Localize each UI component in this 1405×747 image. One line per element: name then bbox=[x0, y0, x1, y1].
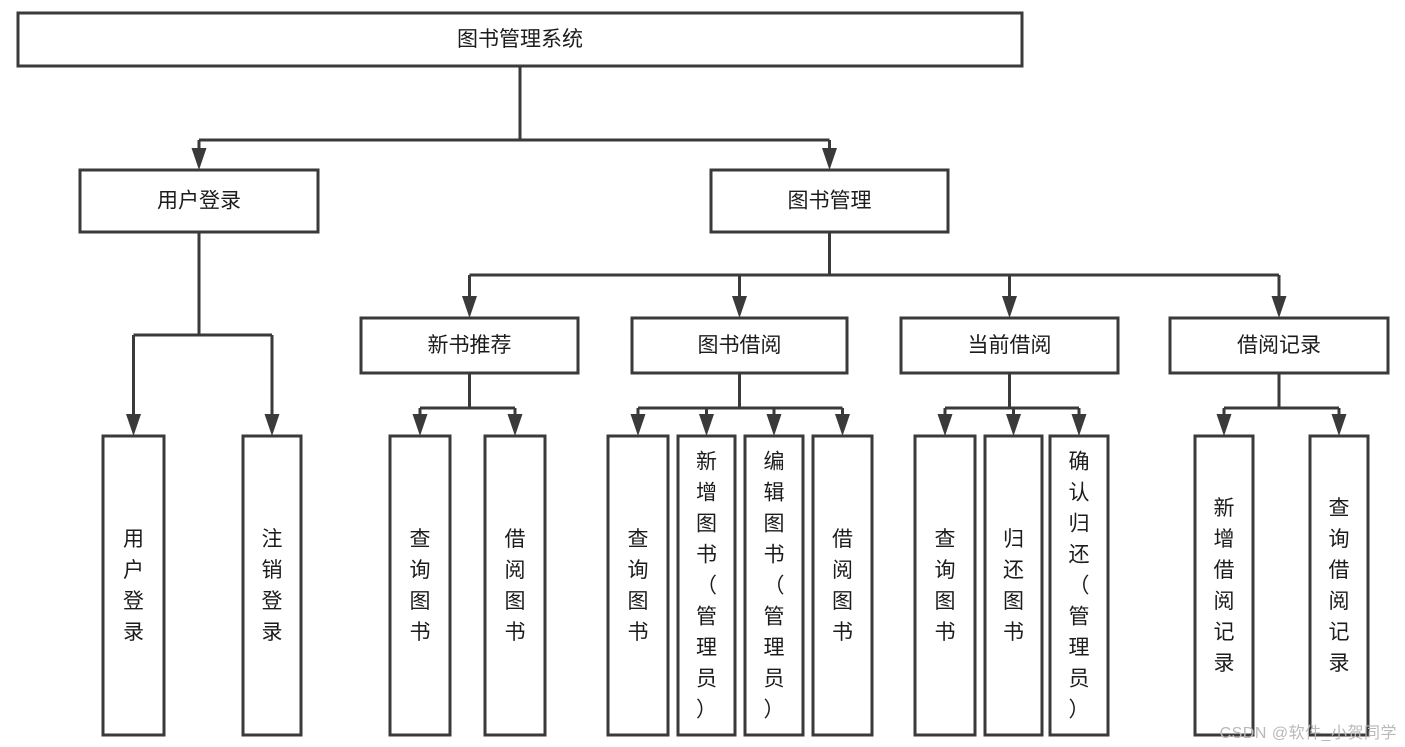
node-leaf10[interactable]: 归还图书 bbox=[983, 434, 1044, 737]
node-box-leaf1[interactable] bbox=[101, 434, 166, 737]
node-box-leaf2[interactable] bbox=[241, 434, 303, 737]
node-label-l2c: 当前借阅 bbox=[968, 334, 1052, 357]
node-box-leaf11[interactable] bbox=[1048, 434, 1110, 737]
node-box-l2a[interactable] bbox=[359, 316, 580, 375]
connector-l2d bbox=[1216, 373, 1347, 436]
node-leaf9[interactable]: 查询图书 bbox=[913, 434, 977, 737]
node-box-leaf5[interactable] bbox=[606, 434, 670, 737]
node-box-leaf10[interactable] bbox=[983, 434, 1044, 737]
node-label-root: 图书管理系统 bbox=[457, 28, 583, 51]
node-l2d[interactable]: 借阅记录 bbox=[1168, 316, 1390, 375]
connector-layer bbox=[126, 66, 1347, 436]
node-label-leaf10: 归还图书 bbox=[1003, 528, 1024, 644]
node-box-l2d[interactable] bbox=[1168, 316, 1390, 375]
node-label-leaf9: 查询图书 bbox=[935, 528, 956, 644]
node-leaf5[interactable]: 查询图书 bbox=[606, 434, 670, 737]
node-label-leaf7: 编辑图书（管理员） bbox=[764, 450, 785, 721]
connector-l2b bbox=[630, 373, 850, 436]
node-label-leaf3: 查询图书 bbox=[410, 528, 431, 644]
node-box-leaf8[interactable] bbox=[811, 434, 874, 737]
node-box-leaf13[interactable] bbox=[1308, 434, 1370, 737]
connector-l2c bbox=[937, 373, 1087, 436]
node-leaf3[interactable]: 查询图书 bbox=[388, 434, 452, 737]
node-label-l1b: 图书管理 bbox=[788, 190, 872, 213]
node-leaf12[interactable]: 新增借阅记录 bbox=[1193, 434, 1255, 737]
node-label-leaf6: 新增图书（管理员） bbox=[696, 450, 717, 721]
node-label-leaf8: 借阅图书 bbox=[832, 528, 853, 644]
node-layer: 图书管理系统用户登录图书管理新书推荐图书借阅当前借阅借阅记录用户登录注销登录查询… bbox=[16, 11, 1390, 737]
node-l2a[interactable]: 新书推荐 bbox=[359, 316, 580, 375]
node-box-l1b[interactable] bbox=[709, 168, 950, 234]
node-leaf1[interactable]: 用户登录 bbox=[101, 434, 166, 737]
connector-l1b bbox=[462, 232, 1287, 318]
node-label-l1a: 用户登录 bbox=[157, 190, 241, 213]
node-label-l2a: 新书推荐 bbox=[428, 334, 512, 357]
node-box-l1a[interactable] bbox=[78, 168, 320, 234]
connector-l2a bbox=[412, 373, 523, 436]
node-leaf13[interactable]: 查询借阅记录 bbox=[1308, 434, 1370, 737]
node-box-l2b[interactable] bbox=[630, 316, 849, 375]
node-box-leaf6[interactable] bbox=[676, 434, 737, 737]
node-leaf11[interactable]: 确认归还（管理员） bbox=[1048, 434, 1110, 737]
node-box-leaf12[interactable] bbox=[1193, 434, 1255, 737]
node-box-leaf3[interactable] bbox=[388, 434, 452, 737]
node-label-leaf4: 借阅图书 bbox=[505, 528, 526, 644]
node-label-leaf13: 查询借阅记录 bbox=[1329, 497, 1350, 675]
node-leaf6[interactable]: 新增图书（管理员） bbox=[676, 434, 737, 737]
node-box-root[interactable] bbox=[16, 11, 1024, 68]
node-label-l2b: 图书借阅 bbox=[698, 334, 782, 357]
node-box-leaf9[interactable] bbox=[913, 434, 977, 737]
node-l1b[interactable]: 图书管理 bbox=[709, 168, 950, 234]
node-l1a[interactable]: 用户登录 bbox=[78, 168, 320, 234]
node-l2b[interactable]: 图书借阅 bbox=[630, 316, 849, 375]
node-label-l2d: 借阅记录 bbox=[1237, 334, 1321, 357]
node-leaf2[interactable]: 注销登录 bbox=[241, 434, 303, 737]
node-root[interactable]: 图书管理系统 bbox=[16, 11, 1024, 68]
node-label-leaf2: 注销登录 bbox=[262, 528, 283, 644]
node-label-leaf1: 用户登录 bbox=[123, 528, 144, 644]
node-label-leaf12: 新增借阅记录 bbox=[1214, 497, 1235, 675]
connector-l1a bbox=[126, 232, 280, 436]
connector-root bbox=[191, 66, 837, 170]
node-box-leaf4[interactable] bbox=[483, 434, 547, 737]
node-leaf8[interactable]: 借阅图书 bbox=[811, 434, 874, 737]
node-box-leaf7[interactable] bbox=[743, 434, 805, 737]
node-l2c[interactable]: 当前借阅 bbox=[899, 316, 1120, 375]
node-box-l2c[interactable] bbox=[899, 316, 1120, 375]
node-leaf7[interactable]: 编辑图书（管理员） bbox=[743, 434, 805, 737]
node-label-leaf5: 查询图书 bbox=[628, 528, 649, 644]
node-label-leaf11: 确认归还（管理员） bbox=[1069, 450, 1090, 721]
node-leaf4[interactable]: 借阅图书 bbox=[483, 434, 547, 737]
